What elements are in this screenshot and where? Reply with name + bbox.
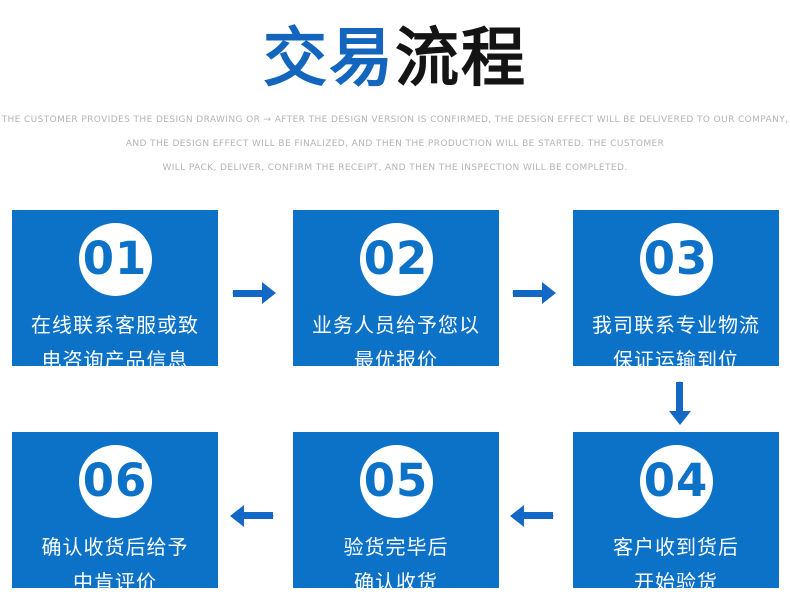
step-01-number-circle: 01 bbox=[78, 223, 152, 296]
arrow-left-shape bbox=[523, 512, 553, 520]
page-title-black-part: 流程 bbox=[395, 22, 527, 96]
step-02-line1: 业务人员给予您以 bbox=[312, 313, 480, 337]
step-05-line1: 验货完毕后 bbox=[343, 535, 449, 559]
step-02-text: 业务人员给予您以 最优报价 bbox=[312, 308, 480, 378]
arrow-down-icon bbox=[658, 380, 702, 424]
step-03-line2: 保证运输到位 bbox=[613, 348, 739, 372]
step-03-number-circle: 03 bbox=[639, 223, 713, 296]
subtitle-line-2: AND THE DESIGN EFFECT WILL BE FINALIZED,… bbox=[125, 139, 665, 149]
step-04-line1: 客户收到货后 bbox=[613, 535, 739, 559]
subtitle-line-3: WILL PACK, DELIVER, CONFIRM THE RECEIPT,… bbox=[162, 163, 628, 173]
step-02-line2: 最优报价 bbox=[354, 348, 438, 372]
page-title: 交易流程 bbox=[0, 16, 790, 102]
step-01-line2: 电咨询产品信息 bbox=[41, 348, 189, 372]
step-01-text: 在线联系客服或致 电咨询产品信息 bbox=[31, 308, 199, 378]
step-06-line2: 中肯评价 bbox=[73, 570, 157, 594]
step-03-number: 03 bbox=[643, 232, 709, 285]
step-box-03: 03 我司联系专业物流 保证运输到位 bbox=[573, 210, 779, 372]
arrow-left-icon bbox=[511, 494, 555, 538]
step-05-number-circle: 05 bbox=[359, 445, 433, 518]
subtitle-line-1: THE CUSTOMER PROVIDES THE DESIGN DRAWING… bbox=[1, 115, 789, 125]
step-03-line1: 我司联系专业物流 bbox=[592, 313, 760, 337]
step-04-number: 04 bbox=[643, 454, 709, 507]
arrow-down-shape bbox=[676, 382, 684, 412]
step-box-05: 05 验货完毕后 确认收货 bbox=[293, 432, 499, 594]
step-01-line1: 在线联系客服或致 bbox=[31, 313, 199, 337]
arrow-right-icon bbox=[231, 271, 276, 315]
arrow-right-shape bbox=[233, 281, 276, 304]
step-05-line2: 确认收货 bbox=[354, 570, 438, 594]
arrow-right-icon bbox=[511, 271, 556, 315]
step-05-text: 验货完毕后 确认收货 bbox=[344, 530, 449, 600]
arrow-left-shape bbox=[243, 512, 273, 520]
subtitle: THE CUSTOMER PROVIDES THE DESIGN DRAWING… bbox=[0, 108, 790, 180]
step-06-text: 确认收货后给予 中肯评价 bbox=[42, 530, 189, 600]
step-05-number: 05 bbox=[363, 454, 429, 507]
step-02-number-circle: 02 bbox=[359, 223, 433, 296]
arrow-right-shape bbox=[513, 281, 556, 304]
step-box-02: 02 业务人员给予您以 最优报价 bbox=[293, 210, 499, 372]
arrow-left-icon bbox=[231, 494, 275, 538]
step-06-line1: 确认收货后给予 bbox=[41, 535, 189, 559]
step-box-01: 01 在线联系客服或致 电咨询产品信息 bbox=[12, 210, 218, 372]
page-title-blue-part: 交易 bbox=[263, 22, 395, 96]
step-01-number: 01 bbox=[82, 232, 148, 285]
step-04-number-circle: 04 bbox=[639, 445, 713, 518]
step-02-number: 02 bbox=[363, 232, 429, 285]
step-06-number: 06 bbox=[82, 454, 148, 507]
step-box-06: 06 确认收货后给予 中肯评价 bbox=[12, 432, 218, 594]
step-box-04: 04 客户收到货后 开始验货 bbox=[573, 432, 779, 594]
step-04-line2: 开始验货 bbox=[634, 570, 718, 594]
step-06-number-circle: 06 bbox=[78, 445, 152, 518]
step-03-text: 我司联系专业物流 保证运输到位 bbox=[592, 308, 760, 378]
step-04-text: 客户收到货后 开始验货 bbox=[613, 530, 739, 600]
